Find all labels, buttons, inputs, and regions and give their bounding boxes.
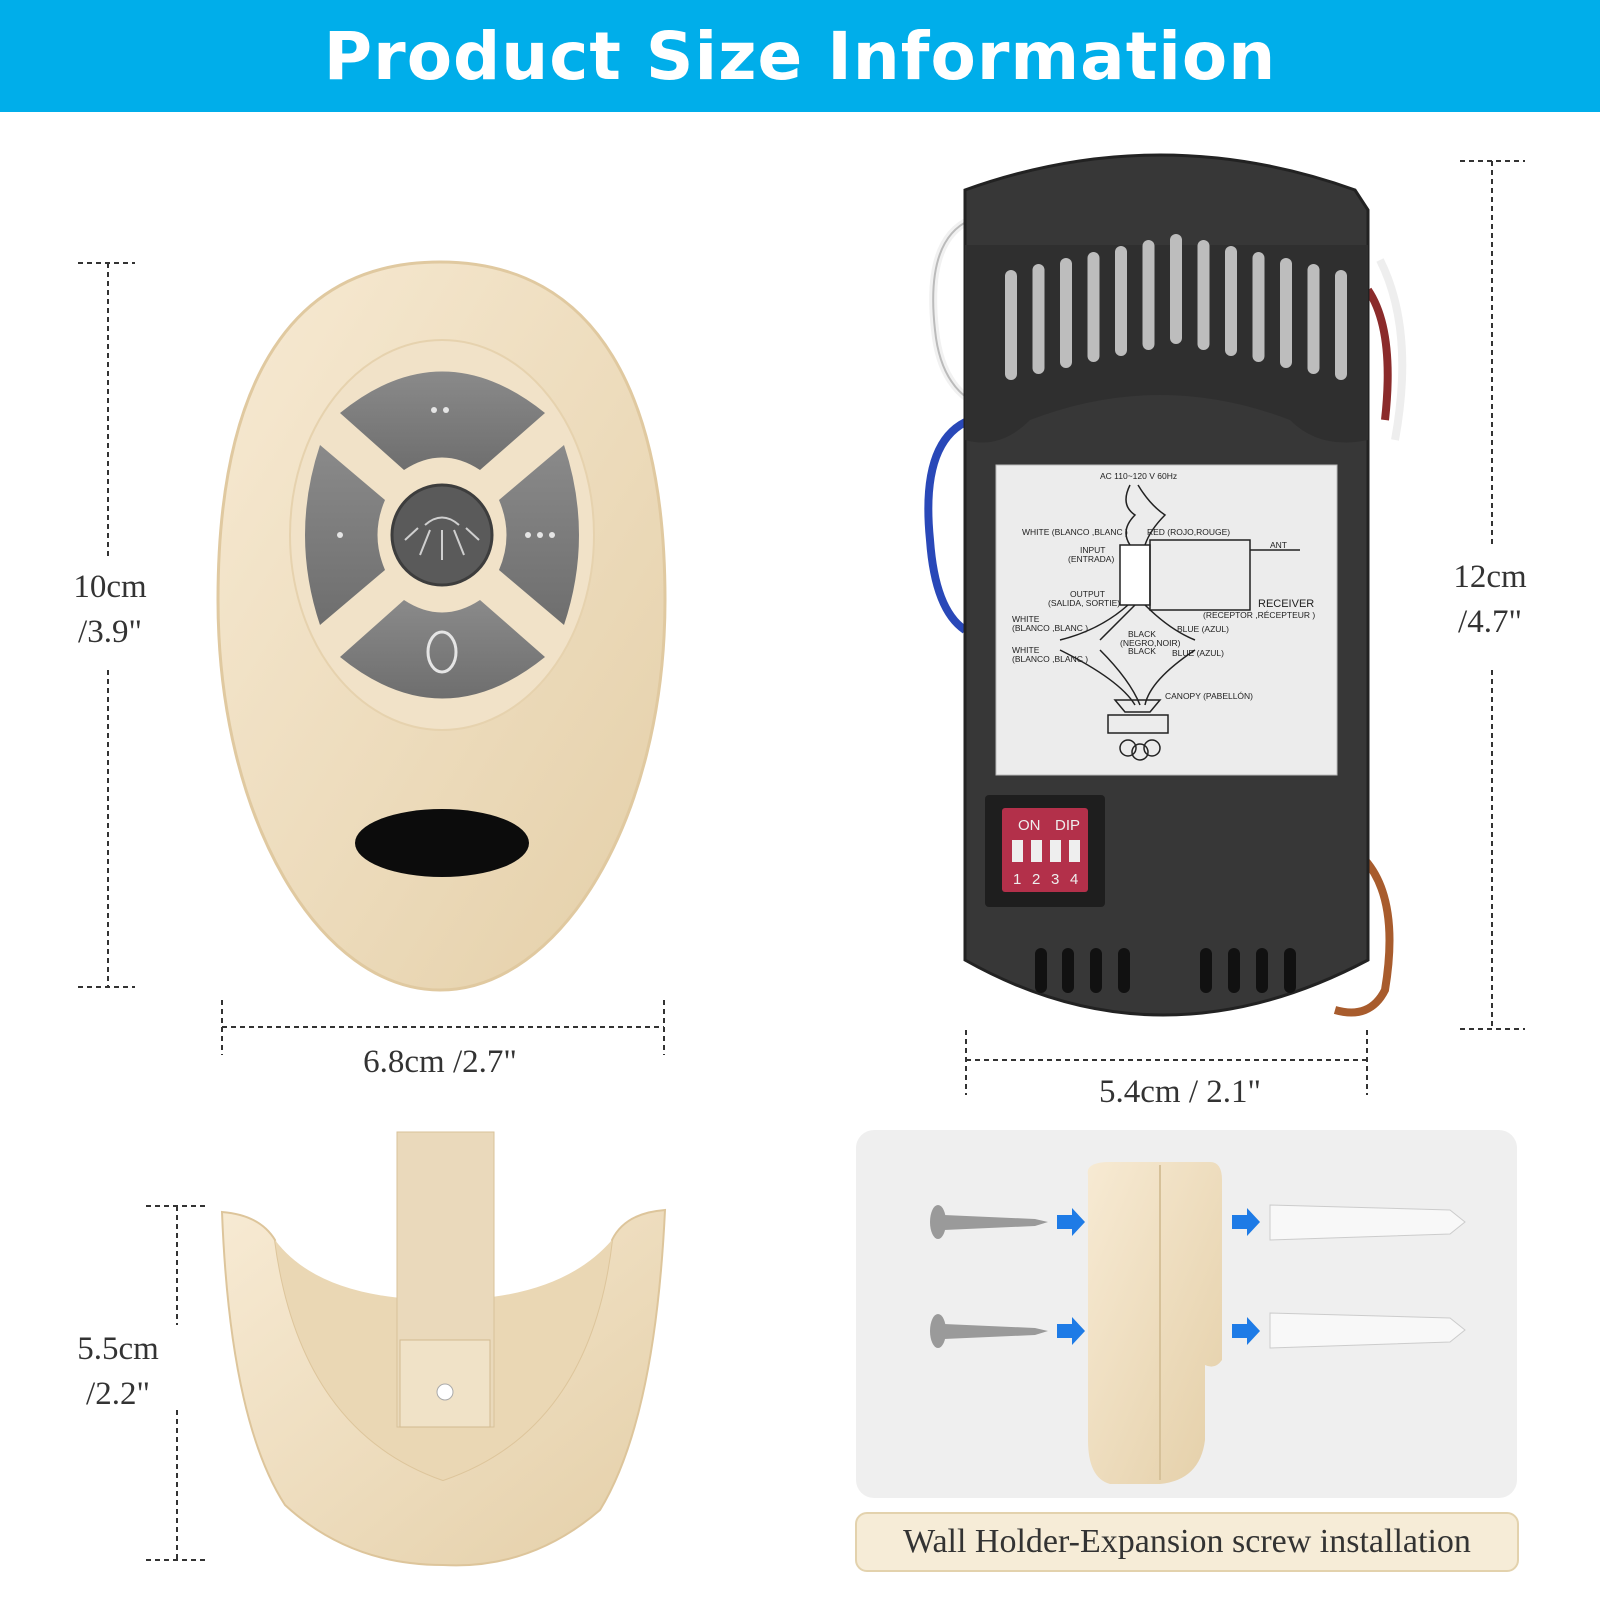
receiver-wires bbox=[924, 216, 1407, 1017]
vent-slot bbox=[1197, 240, 1210, 350]
fan-speed-1-button bbox=[305, 445, 385, 625]
diag-output: OUTPUT bbox=[1070, 589, 1105, 599]
holder-height-label: 5.5cm /2.2" bbox=[48, 1327, 188, 1417]
fan-speed-2-button bbox=[340, 371, 545, 470]
dip-number-4: 4 bbox=[1070, 871, 1078, 888]
diag-ac: AC 110~120 V 60Hz bbox=[1100, 471, 1177, 481]
remote-height-label: 10cm /3.9" bbox=[40, 565, 180, 655]
screw-icon bbox=[930, 1205, 1048, 1348]
receiver-height-in: /4.7" bbox=[1458, 604, 1522, 640]
diag-receiver: RECEIVER bbox=[1258, 598, 1314, 610]
installation-panel bbox=[856, 1130, 1517, 1498]
vent-slot bbox=[1060, 258, 1072, 368]
bottom-vent-slot bbox=[1256, 948, 1268, 993]
vent-slot bbox=[1252, 252, 1265, 362]
bottom-vent-slot bbox=[1035, 948, 1047, 993]
diag-input-es: (ENTRADA) bbox=[1068, 554, 1114, 564]
dip-switch[interactable] bbox=[1002, 808, 1088, 892]
holder-height-cm: 5.5cm bbox=[77, 1331, 159, 1367]
diag-black2: BLACK bbox=[1128, 646, 1156, 656]
bottom-vent-slot bbox=[1090, 948, 1102, 993]
bottom-vent-slot bbox=[1118, 948, 1130, 993]
receiver-height-label: 12cm /4.7" bbox=[1420, 555, 1560, 645]
diag-input: INPUT bbox=[1080, 545, 1106, 555]
receiver-width-dimension bbox=[965, 1030, 1368, 1095]
dip-number-1: 1 bbox=[1013, 871, 1021, 888]
diag-black: BLACK bbox=[1128, 629, 1156, 639]
diag-ant: ANT bbox=[1270, 540, 1287, 550]
ir-window bbox=[355, 809, 529, 877]
diag-blue2: BLUE (AZUL) bbox=[1172, 648, 1224, 658]
diag-red-in: RED (ROJO,ROUGE) bbox=[1147, 527, 1230, 537]
holder-height-in: /2.2" bbox=[86, 1376, 150, 1412]
receiver-height-cm: 12cm bbox=[1453, 559, 1527, 595]
header-banner: Product Size Information bbox=[0, 0, 1600, 112]
off-button bbox=[340, 600, 545, 699]
vent-slot bbox=[1115, 246, 1127, 356]
dip-label: DIP bbox=[1055, 817, 1080, 834]
wiring-diagram bbox=[1059, 484, 1300, 761]
page-title: Product Size Information bbox=[323, 17, 1277, 95]
diag-white-out2b: (BLANCO ,BLANC ) bbox=[1012, 654, 1088, 664]
diag-black-es: (NEGRO,NOIR) bbox=[1120, 638, 1181, 648]
arrow-icon bbox=[1057, 1208, 1260, 1345]
remote-width-dimension bbox=[221, 1000, 665, 1055]
vent-slot bbox=[1280, 258, 1292, 368]
dip-number-2: 2 bbox=[1032, 871, 1040, 888]
bottom-vent-slot bbox=[1228, 948, 1240, 993]
diag-blue1: BLUE (AZUL) bbox=[1177, 624, 1229, 634]
holder-height-dimension bbox=[146, 1205, 205, 1561]
remote-control bbox=[216, 260, 667, 992]
vent-slot bbox=[1032, 264, 1045, 374]
vent-slot bbox=[1307, 264, 1320, 374]
wall-holder bbox=[220, 1131, 667, 1567]
installation-caption: Wall Holder-Expansion screw installation bbox=[855, 1512, 1519, 1572]
wiring-label bbox=[995, 464, 1338, 776]
remote-height-in: /3.9" bbox=[78, 614, 142, 650]
expansion-anchor-icon bbox=[1269, 1204, 1466, 1349]
diag-white-in: WHITE (BLANCO ,BLANC ) bbox=[1022, 527, 1128, 537]
bottom-vent-slot bbox=[1284, 948, 1296, 993]
diag-white-out2: WHITE bbox=[1012, 645, 1040, 655]
vent-slot bbox=[1087, 252, 1100, 362]
diag-output-es: (SALIDA, SORTIE) bbox=[1048, 598, 1120, 608]
receiver-width-label: 5.4cm / 2.1" bbox=[1099, 1074, 1261, 1110]
bottom-vent-slot bbox=[1062, 948, 1074, 993]
diag-white-out1b: (BLANCO ,BLANC ) bbox=[1012, 623, 1088, 633]
vent-slot bbox=[1335, 270, 1347, 380]
dip-number-3: 3 bbox=[1051, 871, 1059, 888]
receiver-module: AC 110~120 V 60Hz WHITE (BLANCO ,BLANC )… bbox=[963, 153, 1370, 1017]
receiver-height-dimension bbox=[1460, 160, 1525, 1030]
remote-width-label: 6.8cm /2.7" bbox=[363, 1044, 517, 1080]
remote-height-cm: 10cm bbox=[73, 569, 147, 605]
installation-caption-text: Wall Holder-Expansion screw installation bbox=[903, 1523, 1471, 1560]
diag-canopy: CANOPY (PABELLÓN) bbox=[1165, 691, 1253, 701]
vent-slots bbox=[1005, 234, 1347, 380]
diag-white-out1: WHITE bbox=[1012, 614, 1040, 624]
bottom-vent-slot bbox=[1200, 948, 1212, 993]
dip-on-label: ON bbox=[1018, 817, 1041, 834]
vent-slot bbox=[1170, 234, 1182, 344]
vent-slot bbox=[1225, 246, 1237, 356]
vent-slot bbox=[1142, 240, 1155, 350]
remote-height-dimension bbox=[78, 262, 135, 988]
vent-slot bbox=[1005, 270, 1017, 380]
diag-receiver-es: (RECEPTOR ,RÉCEPTEUR ) bbox=[1203, 610, 1315, 620]
